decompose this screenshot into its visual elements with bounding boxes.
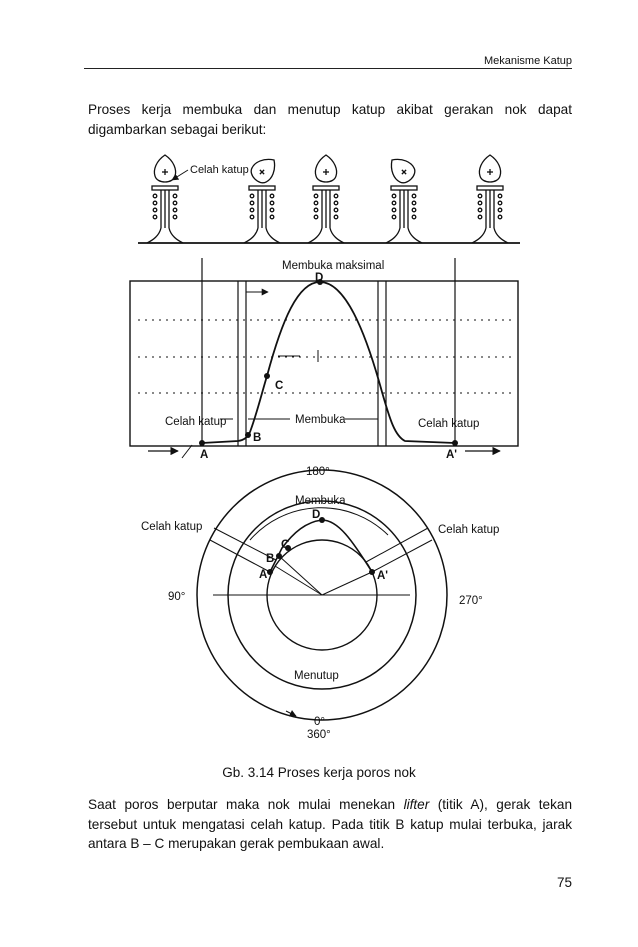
body-text-end: (titik A), gerak tekan tersebut untuk me… <box>88 797 573 851</box>
point-C: C <box>275 380 283 392</box>
circle-point-B: B <box>266 553 274 565</box>
intro-paragraph: Proses kerja membuka dan menutup katup a… <box>88 102 572 137</box>
point-A2: A' <box>446 449 457 461</box>
point-D: D <box>315 272 323 284</box>
circle-point-A2: A' <box>377 570 388 582</box>
circle-open-label: Membuka <box>295 495 346 507</box>
gap-right-line-2 <box>365 527 429 563</box>
top-gap-arrow <box>171 169 189 181</box>
lift-points <box>199 279 458 446</box>
outer-ring <box>196 469 448 721</box>
ray-A <box>274 565 323 596</box>
page-number: 75 <box>556 875 572 890</box>
valve-illustration <box>471 154 509 244</box>
header-rule <box>84 68 572 69</box>
graph-frame <box>129 280 519 447</box>
circle-point-A: A <box>259 569 267 581</box>
valve-drawings <box>146 154 509 244</box>
label-right-gap: Celah katup <box>418 418 479 430</box>
ray-A2 <box>321 571 373 596</box>
label-open: Membuka <box>295 414 346 426</box>
circle-gap-right: Celah katup <box>438 524 499 536</box>
gap-right-line-1 <box>371 539 433 573</box>
valve-illustration <box>307 154 345 244</box>
gap-left-line-1 <box>209 539 271 573</box>
angle-90: 90° <box>168 591 185 603</box>
body-text-italic: lifter <box>403 797 430 812</box>
point-B: B <box>253 432 261 444</box>
lift-curve <box>201 281 456 444</box>
body-paragraph: Saat poros berputar maka nok mulai menek… <box>88 795 572 854</box>
open-arc <box>249 507 389 541</box>
angle-360: 360° <box>307 729 331 741</box>
circle-point-C: C <box>281 539 289 551</box>
valve-illustration <box>146 154 184 244</box>
point-A: A <box>200 449 208 461</box>
cam-circle <box>196 469 448 721</box>
valve-illustration <box>385 158 423 244</box>
running-header: Mekanisme Katup <box>483 55 572 67</box>
cam-points <box>267 517 375 575</box>
circle-gap-left: Celah katup <box>141 521 202 533</box>
angle-180: 180° <box>306 466 330 478</box>
circle-closed-label: Menutup <box>294 670 339 682</box>
camshaft-figure: Celah katup Membuka maksimal D C <box>129 154 520 741</box>
angle-270: 270° <box>459 595 483 607</box>
tick-A <box>181 444 193 459</box>
valve-illustration <box>243 158 281 244</box>
angle-0: 0° <box>314 716 325 728</box>
lift-graph <box>129 258 519 459</box>
rotation-arrow <box>285 710 297 717</box>
circle-point-D: D <box>312 509 320 521</box>
label-peak: Membuka maksimal <box>282 260 384 272</box>
label-left-gap: Celah katup <box>165 416 226 428</box>
ray-B <box>278 555 323 596</box>
body-text-start: Saat poros berputar maka nok mulai menek… <box>88 797 404 812</box>
top-gap-label: Celah katup <box>190 164 249 176</box>
gap-left-line-2 <box>213 527 277 561</box>
figure-caption: Gb. 3.14 Proses kerja poros nok <box>222 765 416 780</box>
